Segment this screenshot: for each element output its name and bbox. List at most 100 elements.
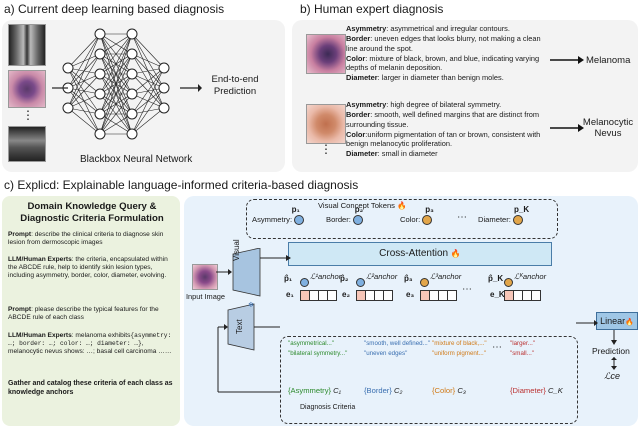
- token-label: Asymmetry:: [252, 215, 295, 224]
- visual-encoder-label: Visual: [232, 239, 241, 261]
- anchor-loss-label: ℒ³anchor: [430, 272, 462, 281]
- nn-node: [126, 48, 138, 60]
- nn-node: [94, 88, 106, 100]
- criterion-key: Diameter: [346, 149, 378, 159]
- p-hat-circle: [420, 278, 429, 287]
- case2-criterion: Diameter: small in diameter: [346, 149, 546, 158]
- e-vector-label: e₂: [342, 290, 351, 299]
- flame-icon: 🔥: [625, 319, 634, 326]
- visual-token: Diameter: p_K: [478, 205, 529, 225]
- answer-2-text-1: : melanoma exhibits: [71, 332, 131, 339]
- criterion-text: : smooth, well defined margins that are …: [346, 110, 540, 129]
- nevus-label-line1: Melanocytic: [582, 117, 634, 128]
- criterion-key: Color: [346, 129, 366, 139]
- tokens-title-text: Visual Concept Tokens: [318, 201, 395, 210]
- case1-criterion: Diameter: larger in diameter than benign…: [346, 73, 546, 82]
- criteria-name: {Diameter} C_K: [510, 386, 563, 395]
- ultrasound-image: [8, 126, 46, 162]
- criterion-key: Diameter: [346, 73, 378, 83]
- end-to-end-label: End-to-end Prediction: [195, 74, 275, 98]
- criteria-quote: "uniform pigment...": [432, 350, 486, 357]
- criterion-text: : uneven edges that looks blurry, not ma…: [346, 34, 541, 53]
- e-vector-cell: [327, 290, 337, 301]
- skin-lesion-image-a: [8, 70, 46, 108]
- to-linear-arrow: [576, 320, 598, 326]
- token-circle: [294, 215, 305, 225]
- criterion-key: Asymmetry: [346, 100, 387, 109]
- anchor-loss-label: ℒᴷanchor: [514, 272, 547, 281]
- prompt-1-text: : describe the clinical criteria to diag…: [8, 231, 164, 247]
- criteria-symbol: C₁: [331, 386, 342, 395]
- diagnosis-criteria-box: [280, 336, 578, 424]
- criteria-name-text: {Asymmetry}: [288, 386, 332, 395]
- nn-node: [62, 62, 74, 74]
- cross-attention-block: Cross-Attention 🔥: [288, 242, 552, 266]
- criteria-name-text: {Diameter}: [510, 386, 546, 395]
- criterion-text: : mixture of black, brown, and blue, ind…: [346, 53, 540, 72]
- case2-criterion: Border: smooth, well defined margins tha…: [346, 110, 546, 129]
- snowflake-icon: ❄: [248, 302, 254, 309]
- criteria-name-text: {Border}: [364, 386, 392, 395]
- case2-criterion: Asymmetry: high degree of bilateral symm…: [346, 100, 546, 109]
- text-encoder-label: Text: [235, 319, 244, 334]
- criterion-text: : small in diameter: [377, 149, 438, 159]
- case2-criteria: Asymmetry: high degree of bilateral symm…: [346, 100, 546, 160]
- nevus-label-line2: Nevus: [594, 128, 622, 139]
- ce-loss-label: ℒce: [604, 371, 620, 381]
- prompt-1: Prompt: describe the clinical criteria t…: [8, 231, 176, 247]
- criteria-symbol: C₂: [391, 386, 403, 395]
- end-to-end-line2: Prediction: [213, 85, 257, 97]
- melanoma-label: Melanoma: [586, 55, 631, 66]
- criterion-key: Asymmetry: [346, 24, 387, 33]
- panel-a-box: [2, 20, 285, 172]
- nn-node: [94, 28, 106, 40]
- answer-2-text-2: , melanocytic nevus shows: …; basal cell…: [8, 340, 172, 356]
- text-encoder-svg: [217, 303, 280, 393]
- to-loss-arrow: [611, 357, 617, 370]
- diagnosis-criteria-title: Diagnosis Criteria: [300, 404, 356, 411]
- flame-icon: 🔥: [450, 249, 461, 258]
- criteria-quote: "larger...": [510, 340, 536, 347]
- prompt-2-text: : please describe the typical features f…: [8, 306, 159, 322]
- criterion-text: : high degree of bilateral symmetry.: [386, 100, 502, 109]
- token-label: Border:: [326, 215, 354, 224]
- criteria-name: {Color} C₃: [432, 386, 466, 395]
- anchor-loss-label: ℒ²anchor: [366, 272, 398, 281]
- criterion-key: Border: [346, 34, 371, 44]
- e-vector-cell: [531, 290, 541, 301]
- p-hat-circle: [300, 278, 309, 287]
- criteria-name-text: {Color}: [432, 386, 456, 395]
- criteria-name: {Asymmetry} C₁: [288, 386, 341, 395]
- nn-node: [94, 108, 106, 120]
- criterion-text: : asymmetrical and irregular contours.: [386, 24, 510, 33]
- token-circle: [353, 215, 364, 225]
- linear-label: Linear: [600, 316, 626, 326]
- case2-criterion: Color:uniform pigmentation of tan or bro…: [346, 130, 546, 149]
- answer-2-key: LLM/Human Experts: [8, 332, 72, 339]
- knowledge-query-heading: Domain Knowledge Query & Diagnostic Crit…: [4, 201, 180, 226]
- p-hat-label: p̂₂: [340, 274, 349, 283]
- criteria-grid: "asymmetrical...""bilateral symmetry..."…: [284, 340, 574, 420]
- visual-encoder-svg: [216, 248, 291, 297]
- criteria-name: {Border} C₂: [364, 386, 402, 395]
- nn-node: [158, 62, 170, 74]
- nn-node: [158, 102, 170, 114]
- answer-1-text: : the criteria, encapsulated within the …: [8, 256, 168, 280]
- nn-node: [126, 128, 138, 140]
- criteria-quote: "smooth, well defined...": [364, 340, 430, 347]
- token-label: Diameter:: [478, 215, 514, 224]
- visual-concept-tokens-box: [246, 199, 558, 239]
- prompt-1-key: Prompt: [8, 231, 32, 238]
- nn-node: [62, 102, 74, 114]
- nn-node: [126, 68, 138, 80]
- knowledge-query-panel: [2, 196, 180, 426]
- criterion-text: : larger in diameter than benign moles.: [377, 73, 504, 83]
- input-image-label: Input Image: [186, 292, 226, 301]
- tokens-ellipsis: ⋯: [457, 212, 467, 223]
- panel-a-title: a) Current deep learning based diagnosis: [4, 2, 225, 16]
- e-vector-cell: [383, 290, 393, 301]
- anchor-ellipsis: ⋯: [462, 284, 472, 295]
- token-label: Color:: [400, 215, 423, 224]
